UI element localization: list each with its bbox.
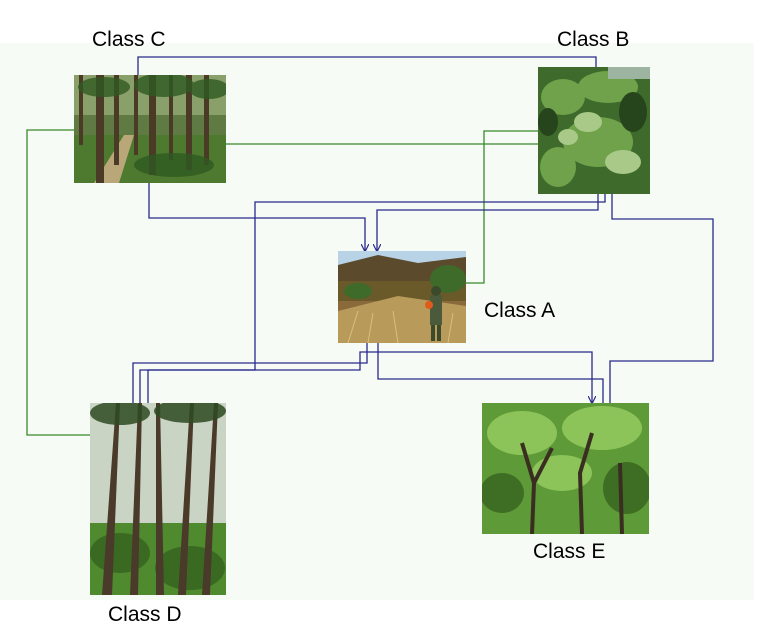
class-a-label: Class A: [484, 299, 556, 322]
class-a-photo: [338, 251, 466, 343]
connector-b-to-e: [609, 194, 714, 403]
class-e-label: Class E: [533, 540, 606, 563]
connector-b-to-d: [139, 194, 606, 403]
connector-b-to-a: [466, 130, 538, 284]
connector-c-to-b-top: [137, 56, 597, 75]
class-c-label: Class C: [92, 28, 166, 51]
class-c-photo: [74, 75, 226, 183]
connector-c-to-d: [26, 129, 90, 436]
class-b-label: Class B: [557, 28, 630, 51]
connector-a-to-d: [132, 343, 368, 403]
class-e-photo: [482, 403, 649, 534]
connector-c-to-a: [148, 183, 365, 251]
class-b-photo: [538, 67, 650, 194]
connector-a-to-e: [377, 343, 604, 403]
class-d-label: Class D: [108, 603, 182, 626]
class-d-photo: [90, 403, 226, 595]
connector-d-to-e: [147, 351, 592, 403]
